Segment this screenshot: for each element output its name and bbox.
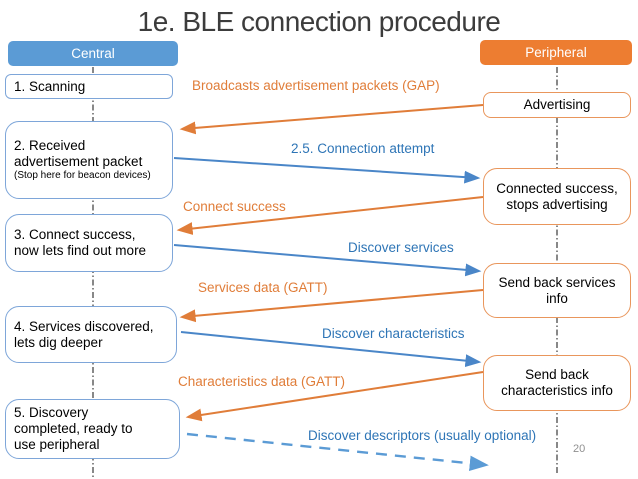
- peripheral-step-label: Send back services info: [498, 274, 616, 306]
- arrow-connection-attempt: [173, 157, 481, 184]
- peripheral-step-send-services: Send back services info: [483, 263, 631, 318]
- central-step-connect-success: 3. Connect success, now lets find out mo…: [5, 214, 173, 272]
- message-label-discover-descriptors: Discover descriptors (usually optional): [308, 428, 537, 443]
- arrow-services-data: [179, 289, 484, 323]
- central-step-note: (Stop here for beacon devices): [14, 169, 151, 181]
- message-label-services-data: Services data (GATT): [198, 280, 328, 295]
- arrow-broadcast-advertisement: [179, 104, 484, 135]
- peripheral-step-connected-success: Connected success, stops advertising: [483, 168, 631, 225]
- peripheral-step-advertising: Advertising: [483, 92, 631, 118]
- central-step-received-advertisement: 2. Received advertisement packet (Stop h…: [5, 121, 173, 199]
- message-label-discover-characteristics: Discover characteristics: [322, 326, 465, 341]
- arrow-connect-success: [176, 196, 484, 235]
- peripheral-step-send-characteristics: Send back characteristics info: [483, 355, 631, 411]
- message-label-characteristics-data: Characteristics data (GATT): [178, 374, 346, 389]
- slide-title: 1e. BLE connection procedure: [137, 6, 501, 37]
- central-step-scanning: 1. Scanning: [5, 74, 173, 99]
- arrow-discover-descriptors: [186, 432, 489, 471]
- central-step-label: 3. Connect success, now lets find out mo…: [14, 227, 147, 258]
- central-step-label: 1. Scanning: [14, 78, 86, 94]
- central-step-label: 5. Discovery completed, ready to use per…: [14, 405, 133, 452]
- central-step-services-discovered: 4. Services discovered, lets dig deeper: [5, 306, 177, 363]
- page-number: 20: [573, 443, 586, 455]
- peripheral-step-label: Send back characteristics info: [501, 367, 613, 398]
- central-step-label: 2. Received advertisement packet: [14, 137, 143, 169]
- peripheral-step-label: Connected success, stops advertising: [496, 180, 618, 212]
- actor-central: Central: [8, 41, 178, 66]
- message-label-discover-services: Discover services: [348, 240, 454, 255]
- arrow-characteristics-data: [185, 371, 484, 422]
- message-label-connect-success: Connect success: [183, 199, 286, 214]
- message-label-broadcast-advertisement: Broadcasts advertisement packets (GAP): [192, 78, 440, 93]
- arrow-discover-services: [173, 244, 482, 277]
- arrow-discover-characteristics: [180, 331, 482, 368]
- peripheral-step-label: Advertising: [523, 97, 591, 113]
- message-label-connection-attempt: 2.5. Connection attempt: [291, 141, 435, 156]
- central-step-discovery-completed: 5. Discovery completed, ready to use per…: [5, 399, 180, 459]
- actor-peripheral: Peripheral: [480, 40, 632, 65]
- central-step-label: 4. Services discovered, lets dig deeper: [14, 318, 154, 350]
